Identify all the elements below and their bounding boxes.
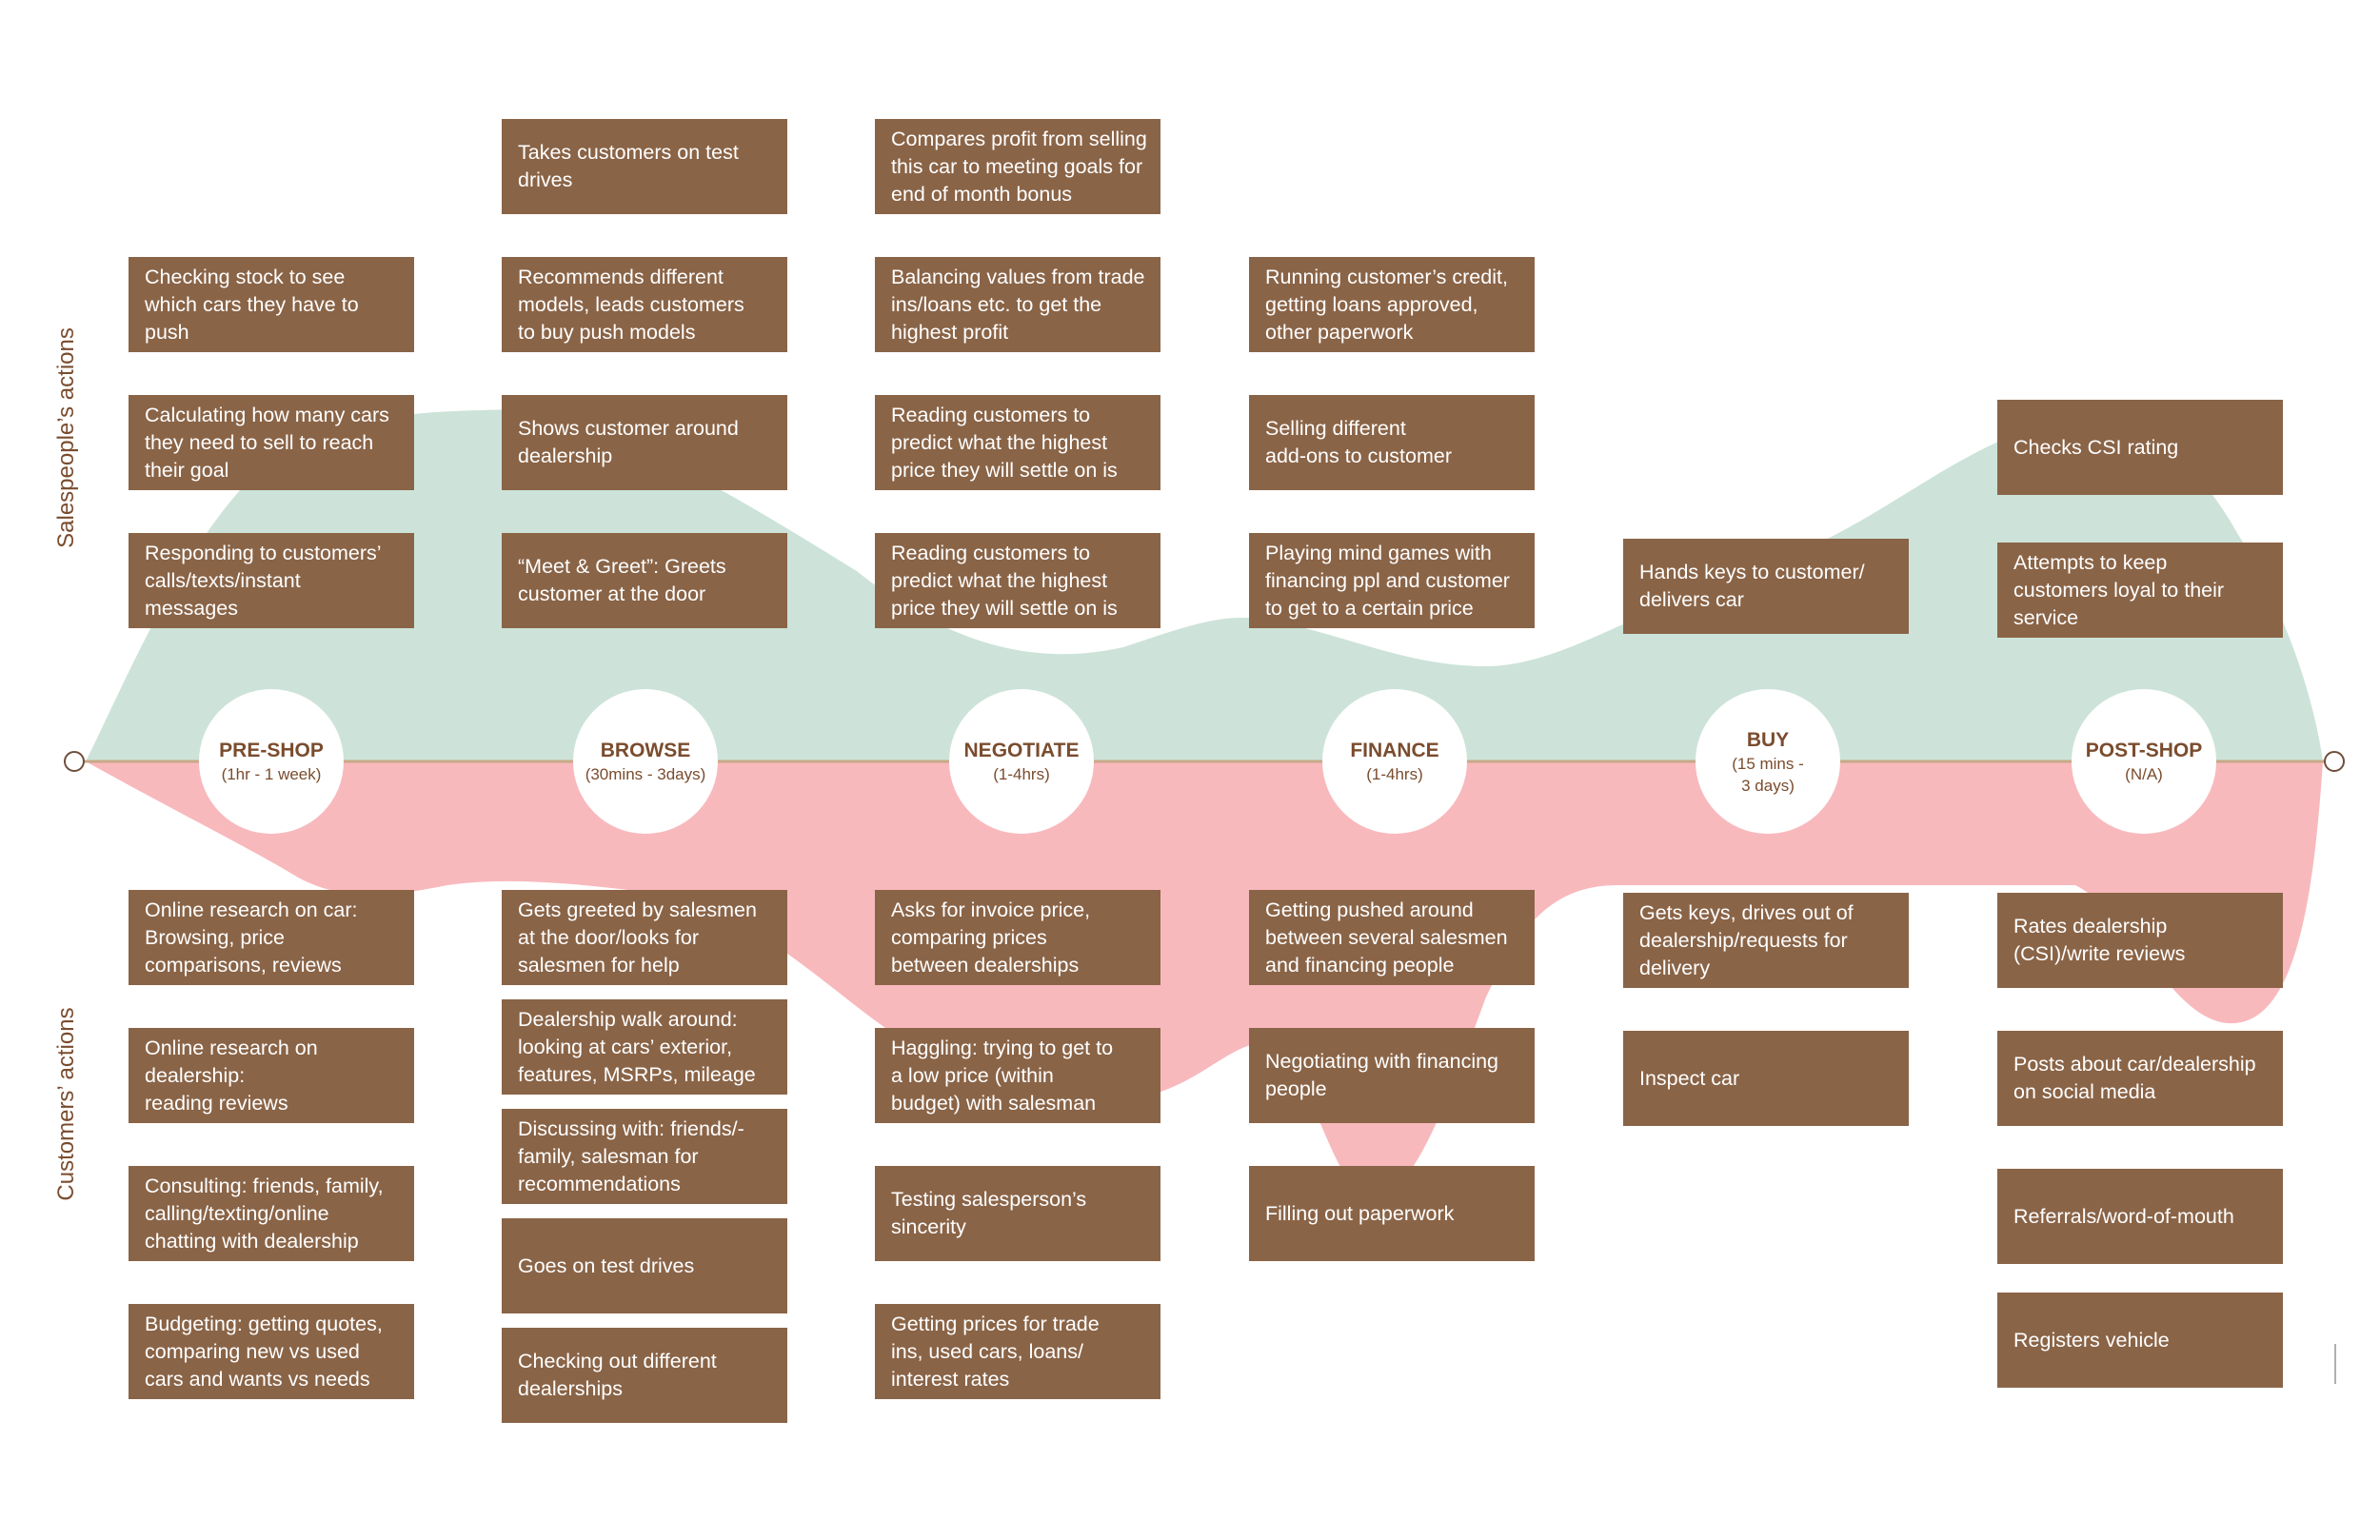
salesperson-action-card: Calculating how many cars they need to s… [129,395,414,490]
stage-buy: BUY (15 mins - 3 days) [1696,689,1840,834]
stage-name: PRE-SHOP [219,740,324,761]
stage-duration: (1hr - 1 week) [221,765,322,783]
stage-post-shop: POST-SHOP (N/A) [2072,689,2216,834]
customer-action-card: Checking out different dealerships [502,1328,787,1423]
stage-duration: (15 mins - 3 days) [1732,754,1804,795]
customer-action-card: Haggling: trying to get to a low price (… [875,1028,1160,1123]
customer-action-card: Referrals/word-of-mouth [1997,1169,2283,1264]
customer-action-card: Rates dealership (CSI)/write reviews [1997,893,2283,988]
stage-duration: (1-4hrs) [993,765,1050,783]
salesperson-action-card: Reading customers to predict what the hi… [875,395,1160,490]
customer-action-card: Dealership walk around: looking at cars’… [502,999,787,1095]
customers-actions-label: Customers’ actions [53,1007,79,1201]
customer-action-card: Negotiating with financing people [1249,1028,1535,1123]
stage-browse: BROWSE (30mins - 3days) [573,689,718,834]
salesperson-action-card: Responding to customers’ calls/texts/ins… [129,533,414,628]
salesperson-action-card: Checking stock to see which cars they ha… [129,257,414,352]
customer-action-card: Budgeting: getting quotes, comparing new… [129,1304,414,1399]
customer-action-card: Gets keys, drives out of dealership/requ… [1623,893,1909,988]
stage-name: BUY [1746,728,1790,751]
customer-action-card: Registers vehicle [1997,1293,2283,1388]
salesperson-action-card: Compares profit from selling this car to… [875,119,1160,214]
stage-name: FINANCE [1350,740,1439,761]
salesperson-action-card: Hands keys to customer/ delivers car [1623,539,1909,634]
customer-action-card: Testing salesperson’s sincerity [875,1166,1160,1261]
salesperson-action-card: Selling different add-ons to customer [1249,395,1535,490]
customer-action-card: Gets greeted by salesmen at the door/loo… [502,890,787,985]
timeline-end-marker [2324,751,2345,772]
salesperson-action-card: “Meet & Greet”: Greets customer at the d… [502,533,787,628]
stage-name: NEGOTIATE [963,740,1080,761]
salespeople-actions-label: Salespeople’s actions [53,327,79,548]
salesperson-action-card: Attempts to keep customers loyal to thei… [1997,543,2283,638]
customer-action-card: Goes on test drives [502,1218,787,1313]
corner-mark [2334,1344,2336,1384]
customer-action-card: Discussing with: friends/- family, sales… [502,1109,787,1204]
stage-duration: (30mins - 3days) [585,765,706,783]
stage-duration: (N/A) [2125,765,2163,783]
stage-duration: (1-4hrs) [1366,765,1423,783]
customer-action-card: Asks for invoice price, comparing prices… [875,890,1160,985]
customer-action-card: Online research on dealership: reading r… [129,1028,414,1123]
salesperson-action-card: Checks CSI rating [1997,400,2283,495]
customer-action-card: Getting pushed around between several sa… [1249,890,1535,985]
customer-action-card: Getting prices for trade ins, used cars,… [875,1304,1160,1399]
salespeople-band [86,409,2323,761]
stage-pre-shop: PRE-SHOP (1hr - 1 week) [199,689,344,834]
stage-negotiate: NEGOTIATE (1-4hrs) [949,689,1094,834]
salesperson-action-card: Playing mind games with financing ppl an… [1249,533,1535,628]
customer-action-card: Filling out paperwork [1249,1166,1535,1261]
customer-action-card: Consulting: friends, family, calling/tex… [129,1166,414,1261]
salesperson-action-card: Takes customers on test drives [502,119,787,214]
customer-action-card: Posts about car/dealership on social med… [1997,1031,2283,1126]
customer-action-card: Inspect car [1623,1031,1909,1126]
stage-finance: FINANCE (1-4hrs) [1322,689,1467,834]
salesperson-action-card: Reading customers to predict what the hi… [875,533,1160,628]
salesperson-action-card: Running customer’s credit, getting loans… [1249,257,1535,352]
customer-action-card: Online research on car: Browsing, price … [129,890,414,985]
stage-name: POST-SHOP [2085,740,2203,761]
stage-name: BROWSE [600,740,691,761]
salesperson-action-card: Shows customer around dealership [502,395,787,490]
customers-band [86,761,2323,1200]
salesperson-action-card: Recommends different models, leads custo… [502,257,787,352]
timeline-start-marker [64,751,85,772]
salesperson-action-card: Balancing values from trade ins/loans et… [875,257,1160,352]
